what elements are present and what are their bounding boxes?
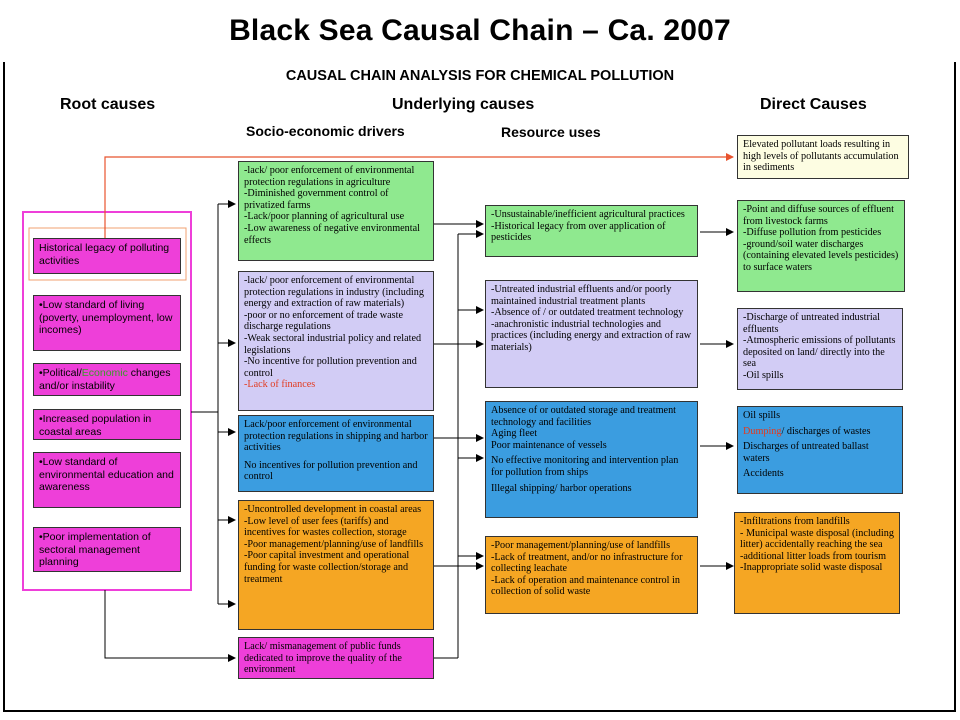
header-underlying-causes: Underlying causes (392, 96, 535, 113)
resource-agriculture-box: -Unsustainable/inefficient agricultural … (485, 205, 698, 257)
socio-industry-box: -lack/ poor enforcement of environmental… (238, 271, 434, 411)
direct-agriculture-box: -Point and diffuse sources of effluent f… (737, 200, 905, 292)
direct-elevated-loads-box: Elevated pollutant loads resulting in hi… (737, 135, 909, 179)
header-resource-uses: Resource uses (501, 124, 601, 140)
root-poor-implementation: •Poor implementation of sectoral managem… (33, 527, 181, 572)
diagram-frame (3, 62, 956, 712)
resource-landfill-box: -Poor management/planning/use of landfil… (485, 536, 698, 614)
root-low-education: •Low standard of environmental education… (33, 452, 181, 508)
direct-shipping-box: Oil spills Dumping/ discharges of wastes… (737, 406, 903, 494)
root-low-standard-living: •Low standard of living (poverty, unempl… (33, 295, 181, 351)
root-increased-population: •Increased population in coastal areas (33, 409, 181, 440)
socio-public-funds-box: Lack/ mismanagement of public funds dedi… (238, 637, 434, 679)
header-direct-causes: Direct Causes (760, 96, 867, 113)
socio-coastal-box: -Uncontrolled development in coastal are… (238, 500, 434, 630)
diagram-title: CAUSAL CHAIN ANALYSIS FOR CHEMICAL POLLU… (285, 68, 675, 84)
slide-title: Black Sea Causal Chain – Ca. 2007 (229, 14, 731, 47)
resource-industry-box: -Untreated industrial effluents and/or p… (485, 280, 698, 388)
header-socio-economic-drivers: Socio-economic drivers (246, 123, 405, 139)
root-historical-legacy: Historical legacy of polluting activitie… (33, 238, 181, 274)
root-political-economic: •Political/Economic changes and/or insta… (33, 363, 181, 396)
resource-shipping-box: Absence of or outdated storage and treat… (485, 401, 698, 518)
socio-agriculture-box: -lack/ poor enforcement of environmental… (238, 161, 434, 261)
direct-industry-box: -Discharge of untreated industrial efflu… (737, 308, 903, 390)
socio-shipping-box: Lack/poor enforcement of environmental p… (238, 415, 434, 492)
header-root-causes: Root causes (60, 96, 156, 113)
direct-landfill-box: -Infiltrations from landfills - Municipa… (734, 512, 900, 614)
